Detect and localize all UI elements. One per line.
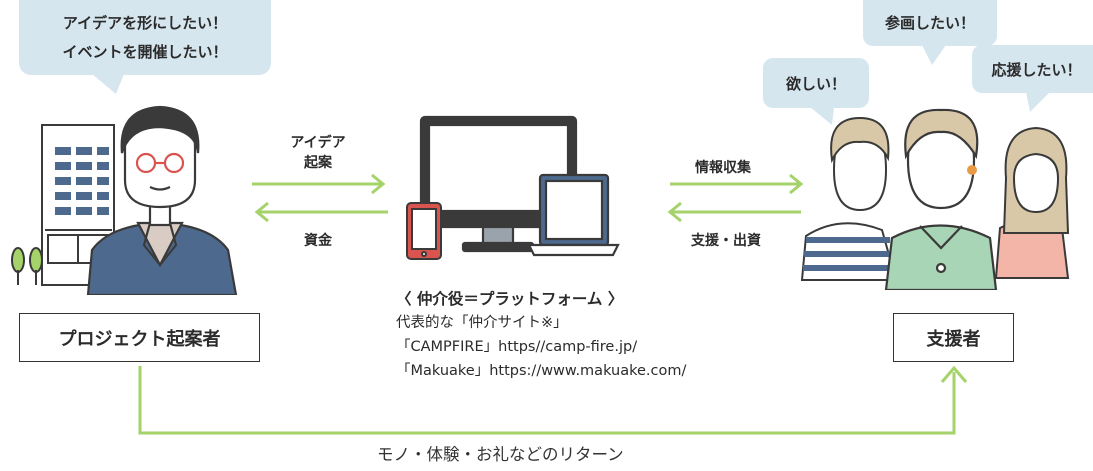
project-owner-label: プロジェクト起案者 — [58, 328, 221, 350]
arrow-right-info — [670, 173, 804, 195]
speech-bubble-want: 欲しい！ — [763, 58, 869, 108]
bubble-text-idea: アイデアを形にしたい！ — [62, 14, 228, 32]
bubble-tail-join — [922, 45, 946, 65]
tree-icon — [11, 247, 43, 285]
bubble-tail-left — [92, 74, 124, 94]
project-owner-box: プロジェクト起案者 — [19, 313, 260, 362]
arrow-left-support — [667, 201, 801, 223]
platform-line1: 代表的な「仲介サイト※」 — [396, 315, 568, 331]
smartphone-icon — [406, 202, 442, 260]
supporter-man-icon — [884, 108, 998, 290]
bubble-tail-want — [810, 107, 834, 125]
platform-line3: 「Makuake」https://www.makuake.com/ — [396, 363, 687, 379]
supporters-illustration — [800, 108, 1070, 290]
return-label: モノ・体験・お礼などのリターン — [377, 445, 624, 464]
platform-line2: 「CAMPFIRE」https//camp-fire.jp/ — [396, 339, 638, 355]
idea-label-line2: 起案 — [304, 155, 332, 171]
platform-info: 〈 仲介役＝プラットフォーム 〉 代表的な「仲介サイト※」 「CAMPFIRE」… — [396, 287, 686, 383]
supporter-woman-icon — [994, 126, 1070, 279]
platform-devices-illustration — [406, 115, 620, 260]
bubble-text-event: イベントを開催したい！ — [62, 43, 228, 61]
return-arrow — [138, 365, 968, 435]
arrow-right-idea — [252, 173, 386, 195]
idea-proposal-label: アイデア 起案 — [278, 133, 358, 173]
bubble-tail-support — [1026, 92, 1050, 112]
bubble-text-want: 欲しい！ — [785, 75, 846, 93]
speech-bubble-support: 応援したい！ — [972, 45, 1093, 93]
supporter-box: 支援者 — [893, 313, 1014, 362]
funds-label: 資金 — [304, 233, 332, 249]
platform-heading: 〈 仲介役＝プラットフォーム 〉 — [396, 290, 624, 308]
idea-label-line1: アイデア — [290, 135, 346, 151]
speech-bubble-join: 参画したい！ — [863, 0, 997, 46]
info-gathering-label: 情報収集 — [695, 160, 751, 176]
arrow-left-funds — [254, 201, 388, 223]
businessman-icon — [86, 105, 238, 295]
support-invest-label: 支援・出資 — [691, 233, 761, 249]
speech-bubble-left: アイデアを形にしたい！ イベントを開催したい！ — [19, 0, 271, 75]
project-owner-illustration — [11, 105, 238, 295]
supporter-label: 支援者 — [926, 328, 981, 350]
bubble-text-support: 応援したい！ — [991, 61, 1082, 79]
bubble-text-join: 参画したい！ — [884, 14, 975, 32]
laptop-icon — [527, 173, 620, 257]
supporter-boy-icon — [800, 116, 898, 281]
